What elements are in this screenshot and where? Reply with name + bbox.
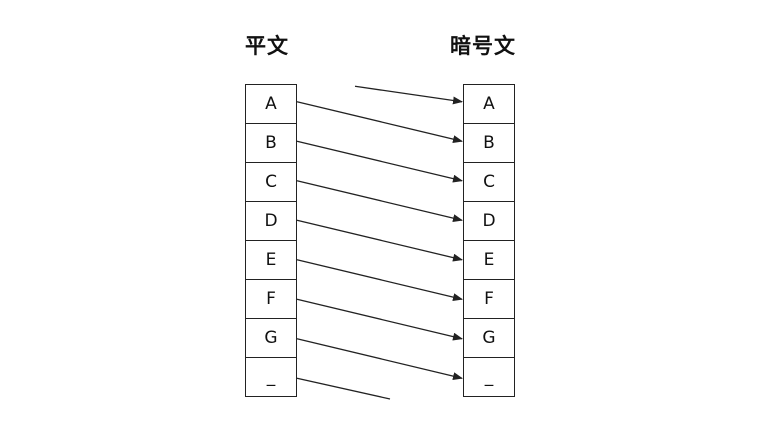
shift-arrow bbox=[296, 140, 463, 183]
ciphertext-cell: _ bbox=[464, 358, 514, 397]
ciphertext-cell: D bbox=[464, 202, 514, 241]
plaintext-cell: G bbox=[246, 319, 296, 358]
plaintext-header: 平文 bbox=[245, 34, 289, 58]
plaintext-cell: F bbox=[246, 280, 296, 319]
shift-arrow bbox=[296, 338, 463, 381]
shift-arrow bbox=[296, 298, 463, 341]
ciphertext-cell: C bbox=[464, 163, 514, 202]
ciphertext-cell: E bbox=[464, 241, 514, 280]
shift-arrow bbox=[296, 219, 463, 262]
plaintext-cell: D bbox=[246, 202, 296, 241]
shift-arrow bbox=[296, 180, 463, 223]
plaintext-cell: _ bbox=[246, 358, 296, 397]
wraparound-outgoing-arrow bbox=[296, 377, 391, 400]
plaintext-cell: E bbox=[246, 241, 296, 280]
ciphertext-header: 暗号文 bbox=[450, 34, 516, 58]
shift-arrow bbox=[296, 259, 463, 302]
ciphertext-cell: B bbox=[464, 124, 514, 163]
ciphertext-cell: F bbox=[464, 280, 514, 319]
ciphertext-cell: A bbox=[464, 85, 514, 124]
plaintext-cell: B bbox=[246, 124, 296, 163]
shift-arrow bbox=[296, 101, 463, 144]
plaintext-cell: C bbox=[246, 163, 296, 202]
plaintext-cell: A bbox=[246, 85, 296, 124]
wraparound-incoming-arrow bbox=[354, 85, 463, 105]
ciphertext-cell: G bbox=[464, 319, 514, 358]
